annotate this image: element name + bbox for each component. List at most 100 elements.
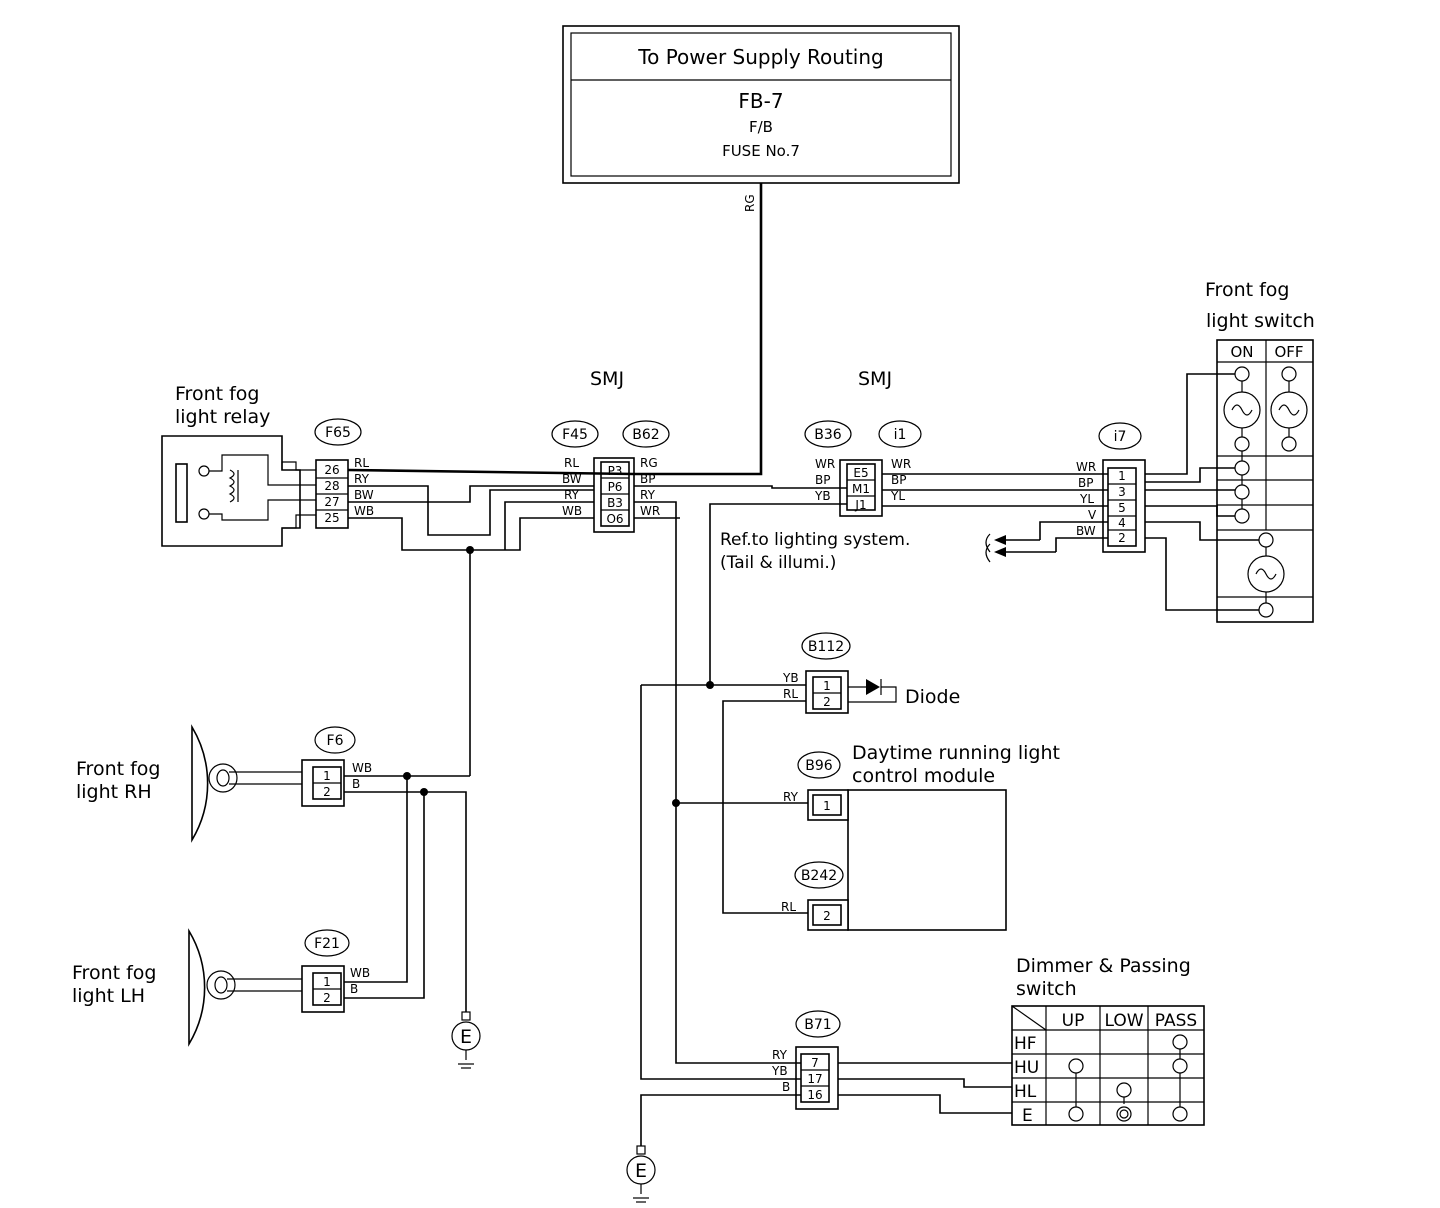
dimmer-label-line2: switch	[1016, 978, 1077, 1000]
fog-lh-label-line1: Front fog	[72, 962, 156, 984]
connector-f45-b62: F45 B62 P3 P6 B3 O6 RL BW RY WB RG BP RY…	[551, 420, 670, 533]
dimmer-label-line1: Dimmer & Passing	[1016, 955, 1191, 977]
diode-label: Diode	[905, 686, 960, 708]
b71-wire-b: B	[782, 1080, 790, 1094]
switch-label-line1: Front fog	[1205, 279, 1289, 301]
connector-i7-id: i7	[1114, 429, 1127, 445]
b71-wire-ry: RY	[772, 1048, 788, 1062]
b62-wire-bp: BP	[640, 472, 655, 486]
switch-on-label: ON	[1230, 343, 1253, 361]
b112-wire-yb: YB	[782, 671, 799, 685]
b62-wire-ry: RY	[640, 488, 656, 502]
relay-label-line2: light relay	[175, 406, 270, 428]
b62-pin-p6: P6	[608, 480, 623, 494]
f65-wire-wb: WB	[354, 504, 374, 518]
drl-label-line2: control module	[852, 765, 995, 787]
relay-label-line1: Front fog	[175, 383, 259, 405]
f65-pin-25: 25	[324, 511, 339, 525]
drl-control-module: Daytime running light control module B96…	[781, 742, 1060, 931]
connector-i1-id: i1	[894, 427, 907, 443]
dimmer-row-hf: HF	[1014, 1034, 1037, 1054]
fuse-no: FUSE No.7	[722, 142, 800, 160]
b112-pin-1: 1	[823, 679, 831, 693]
dimmer-row-hu: HU	[1014, 1058, 1039, 1078]
dimmer-col-up: UP	[1062, 1011, 1085, 1031]
f21-wire-wb: WB	[350, 966, 370, 980]
wire-label-rg-vertical: RG	[743, 194, 757, 212]
connector-b36-i1: B36 i1 E5 M1 J1 WR BP YB WR BP YL	[804, 420, 922, 517]
b242-pin-2: 2	[823, 909, 831, 923]
connector-f65-id: F65	[325, 425, 351, 441]
b62-wire-rg: RG	[640, 456, 658, 470]
f45-wire-ry: RY	[564, 488, 580, 502]
i7-wire-wr: WR	[1076, 460, 1096, 474]
fog-light-rh: Front fog light RH F6 1 2 WB B	[76, 724, 372, 843]
i7-wire-bp: BP	[1078, 476, 1093, 490]
b96-wire-ry: RY	[783, 790, 799, 804]
dimmer-passing-switch: Dimmer & Passing switch UP LOW PASS HF H…	[1011, 955, 1205, 1126]
i1-pin-e5: E5	[853, 466, 868, 480]
switch-off-label: OFF	[1274, 343, 1303, 361]
connector-f21-id: F21	[314, 936, 340, 952]
b112-wire-rl: RL	[783, 687, 798, 701]
fuse-id: FB-7	[738, 89, 783, 113]
f21-wire-b: B	[350, 982, 358, 996]
dimmer-row-e: E	[1022, 1106, 1033, 1126]
f65-wire-bw: BW	[354, 488, 374, 502]
switch-label-line2: light switch	[1206, 310, 1315, 332]
i1-wire-bp: BP	[891, 473, 906, 487]
f65-wire-ry: RY	[354, 472, 370, 486]
power-supply-title: To Power Supply Routing	[637, 45, 883, 69]
smj-label-right: SMJ	[858, 368, 892, 390]
b36-wire-wr: WR	[815, 457, 835, 471]
f45-wire-wb: WB	[562, 504, 582, 518]
b112-pin-2: 2	[823, 695, 831, 709]
b71-pin-17: 17	[807, 1072, 822, 1086]
f65-wire-rl: RL	[354, 456, 369, 470]
connector-b112-id: B112	[808, 639, 844, 655]
i1-pin-m1: M1	[852, 482, 870, 496]
f21-pin-2: 2	[323, 991, 331, 1005]
i1-pin-j1: J1	[854, 498, 866, 512]
b36-wire-bp: BP	[815, 473, 830, 487]
f45-wire-rl: RL	[564, 456, 579, 470]
dimmer-col-pass: PASS	[1155, 1011, 1197, 1031]
ground-label-bottom: E	[635, 1160, 647, 1182]
fog-lh-label-line2: light LH	[72, 985, 145, 1007]
i7-pin-1: 1	[1118, 469, 1126, 483]
ground-symbol-bottom: E	[626, 1145, 656, 1203]
fog-rh-label-line2: light RH	[76, 781, 152, 803]
f65-pin-27: 27	[324, 495, 339, 509]
connector-b112: B112 1 2 YB RL Diode	[782, 632, 960, 714]
i7-pin-5: 5	[1118, 501, 1126, 515]
f65-pin-28: 28	[324, 479, 339, 493]
fog-light-relay: Front fog light relay	[161, 383, 316, 547]
fog-light-lh: Front fog light LH F21 1 2 WB B	[72, 928, 370, 1047]
f65-pin-26: 26	[324, 463, 339, 477]
i1-wire-wr: WR	[891, 457, 911, 471]
i1-wire-yl: YL	[890, 489, 905, 503]
ref-lighting-system: Ref.to lighting system. (Tail & illumi.)	[720, 521, 1108, 573]
i7-wire-yl: YL	[1079, 492, 1094, 506]
b242-wire-rl: RL	[781, 900, 796, 914]
f6-wire-b: B	[352, 777, 360, 791]
b71-pin-7: 7	[811, 1056, 819, 1070]
b71-pin-16: 16	[807, 1088, 822, 1102]
connector-b242-id: B242	[801, 868, 837, 884]
b62-pin-p3: P3	[608, 464, 623, 478]
wiring-harness	[344, 183, 1259, 1146]
i7-wire-bw: BW	[1076, 524, 1096, 538]
connector-f65: F65 26 28 27 25 RL RY BW WB	[314, 418, 374, 529]
i7-wire-v: V	[1088, 508, 1097, 522]
drl-label-line1: Daytime running light	[852, 742, 1060, 764]
connector-b71-id: B71	[804, 1017, 831, 1033]
b62-pin-b3: B3	[607, 496, 623, 510]
dimmer-col-low: LOW	[1104, 1011, 1143, 1031]
ref-lighting-line1: Ref.to lighting system.	[720, 530, 910, 550]
connector-i7: i7 1 3 5 4 2 WR BP YL V BW	[1076, 422, 1146, 553]
connector-f6-id: F6	[327, 733, 344, 749]
i7-pin-4: 4	[1118, 516, 1126, 530]
connector-b71: B71 7 17 16 RY YB B	[771, 1010, 841, 1110]
dimmer-row-hl: HL	[1014, 1082, 1037, 1102]
